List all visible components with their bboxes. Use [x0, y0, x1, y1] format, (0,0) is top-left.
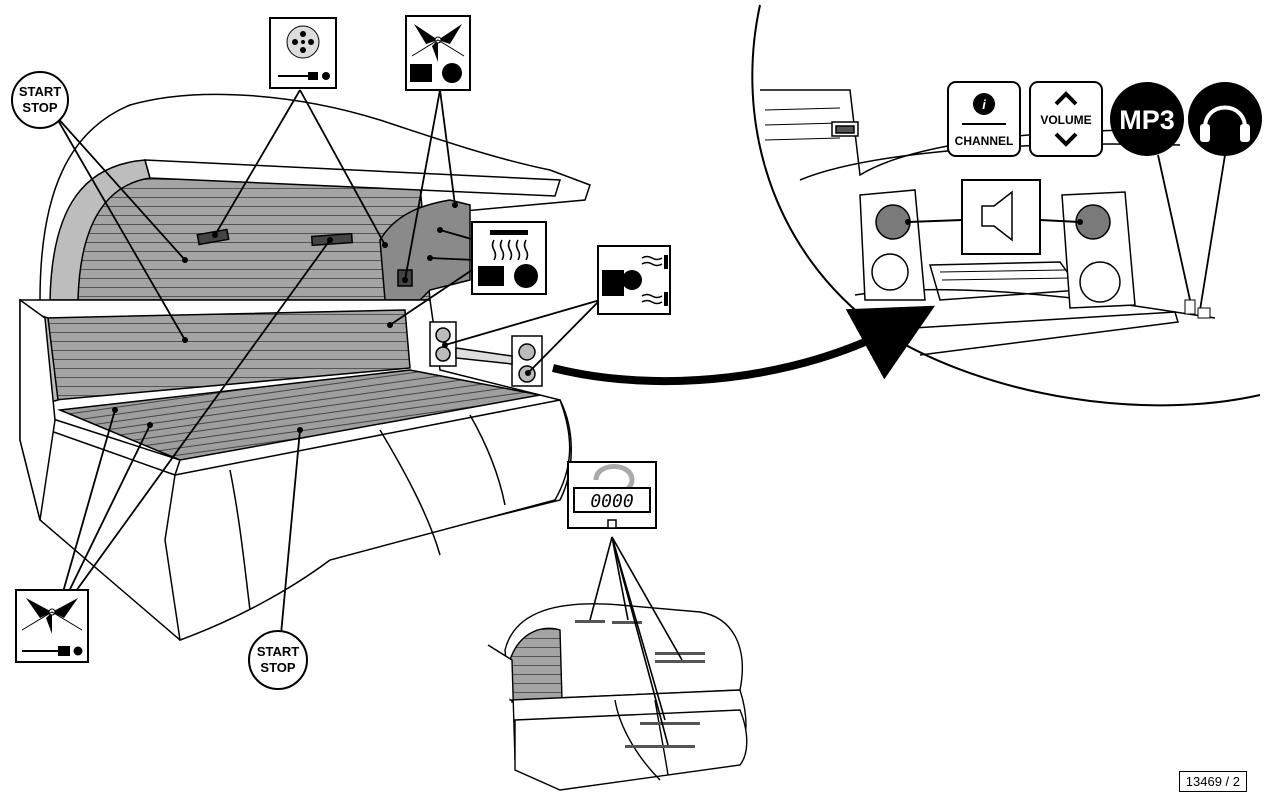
timer-digits: 0000: [590, 491, 633, 512]
detail-interior-lines: [764, 107, 1071, 281]
volume-updown-icon: VOLUME: [1029, 81, 1103, 157]
small-groove: [654, 699, 669, 776]
leader-lines-detail: [1157, 154, 1226, 311]
reference-number: 13469 / 2: [1178, 771, 1247, 792]
small-vent-slots: [575, 620, 705, 748]
speaker-bridge: [455, 347, 513, 365]
aroma-mist-icon: [269, 17, 337, 89]
detail-speaker-right: [1061, 191, 1136, 309]
stop-label-top: STOP: [22, 100, 57, 115]
small-front-curve: [614, 699, 661, 781]
leader-lines-main: [54, 89, 601, 646]
fan-icon-top: [405, 15, 471, 91]
bed-acrylic: [57, 369, 541, 461]
skirt-groove: [379, 429, 441, 556]
detail-interior-curve: [799, 143, 1181, 181]
mp3-icon: MP3: [1110, 82, 1184, 156]
svg-text:i: i: [982, 97, 986, 112]
speaker-right: [511, 335, 543, 387]
fan-icon-bottom: [15, 589, 89, 663]
leader-dots-main: [112, 202, 531, 433]
face-tanner-icon: [597, 245, 671, 315]
info-channel-icon: i CHANNEL: [947, 81, 1021, 157]
start-label-top: START: [19, 84, 61, 99]
small-canopy-mouth: [509, 627, 563, 703]
speaker-left: [429, 321, 457, 367]
skirt-groove-3: [469, 414, 506, 506]
start-stop-icon-bottom: START STOP: [248, 630, 308, 690]
stop-label-bottom: STOP: [260, 660, 295, 675]
solarium-main: [19, 93, 591, 642]
detail-speaker-left: [859, 189, 926, 301]
small-leader-lines: [589, 536, 683, 746]
bed-front-skirt: [164, 399, 571, 642]
timer-display-icon: 0000: [567, 461, 657, 529]
channel-label: CHANNEL: [955, 134, 1014, 148]
start-stop-icon: START STOP: [11, 71, 69, 129]
headphones-icon: [1188, 82, 1262, 156]
solarium-small: [487, 603, 748, 791]
volume-label: VOLUME: [1040, 113, 1091, 127]
small-base: [514, 709, 748, 791]
mp3-label: MP3: [1119, 105, 1175, 135]
small-canopy: [504, 603, 743, 701]
detail-small-panel-inner: [835, 125, 855, 134]
detail-interior-bed: [929, 261, 1082, 301]
skirt-groove-2: [229, 469, 251, 611]
detail-interior-floor: [879, 311, 1179, 356]
bed-left-end: [19, 298, 56, 521]
zoom-arrow: [552, 305, 936, 386]
start-label-bottom: START: [257, 644, 299, 659]
jack-sockets: [1184, 299, 1211, 319]
shoulder-tanner-icon: [471, 221, 547, 295]
speaker-icon: [905, 179, 1083, 255]
canopy-top-bar: [143, 159, 562, 197]
